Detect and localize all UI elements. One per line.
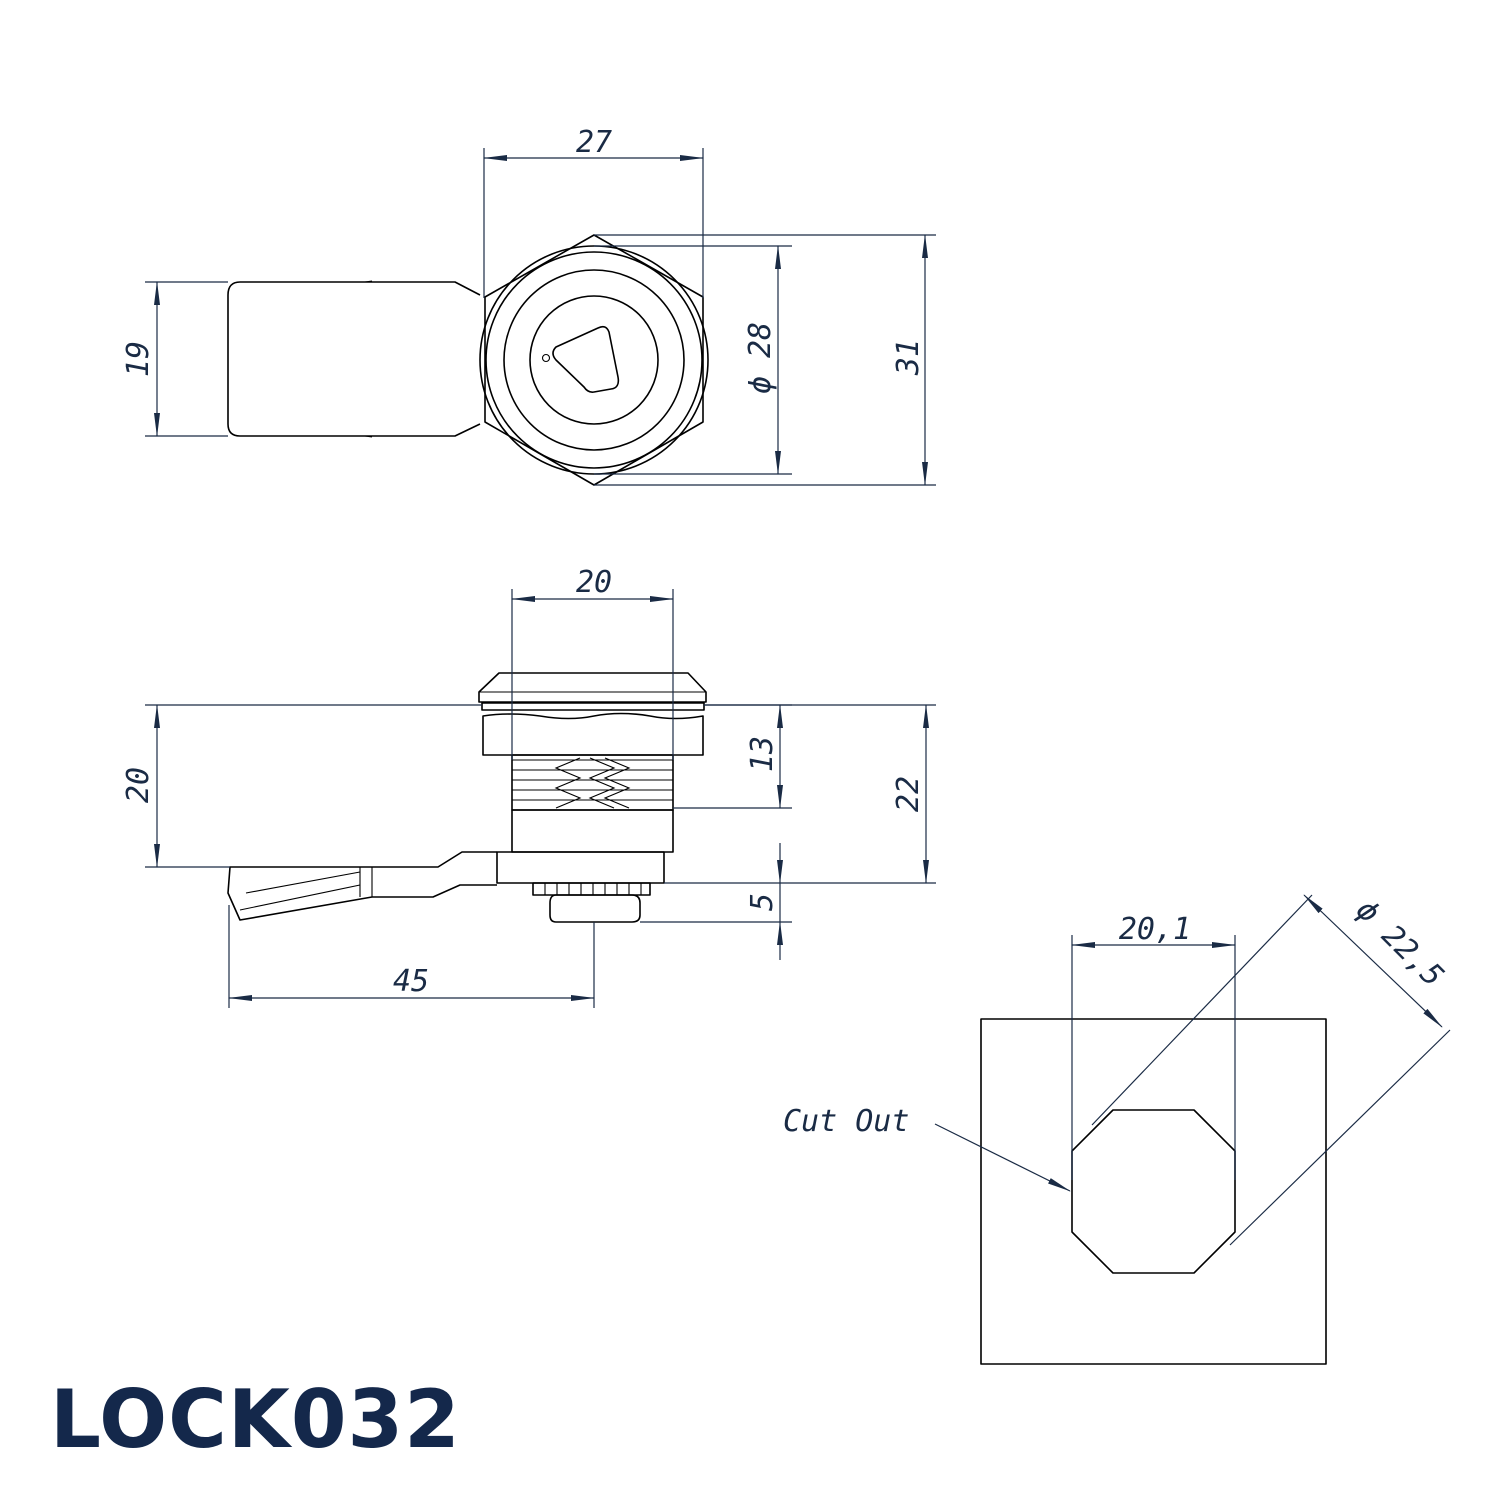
tail-spindle [549,894,641,923]
dim-cam-length-label: 45 [393,964,429,999]
dim-cam-height-label: 19 [121,341,156,377]
dim-tail-length: 5 [640,843,792,960]
dim-width: 27 [483,125,704,298]
cutout-view: 20,1 ϕ 22,5 Cut Out [783,893,1451,1365]
dim-tail-length-label: 5 [745,893,780,911]
cam-arm [227,851,497,921]
dim-overall-height: 31 [594,234,936,486]
hex-nut [484,234,704,486]
washer [481,702,705,711]
dim-overall-length: 22 [664,704,936,884]
thread-lines [512,757,673,809]
key-index-mark [541,353,551,363]
dim-overall-height-label: 31 [891,339,926,376]
side-view: 20 20 13 22 5 [121,565,936,1008]
dim-cutout-diameter-label: ϕ 22,5 [1349,893,1450,994]
dim-cam-drop: 20 [121,704,482,868]
panel-square [980,1018,1327,1365]
dim-thread-length: 13 [673,704,792,809]
dim-overall-length-label: 22 [891,776,926,812]
cutout-label: Cut Out [783,1104,909,1139]
bezel-cap [478,672,707,703]
dim-cam-height: 19 [121,281,228,437]
dim-cutout-width-label: 20,1 [1119,912,1191,947]
lower-body [511,809,674,853]
triangle-key-slot [552,325,620,393]
threaded-body [511,754,674,811]
cam-outline [227,281,481,437]
dim-bezel-diameter: ϕ 28 [594,245,792,475]
dim-thread-length-label: 13 [745,736,780,772]
dim-cutout-width: 20,1 [1071,912,1236,1180]
part-number-title: LOCK032 [50,1373,461,1466]
dim-width-label: 27 [576,125,612,160]
dim-body-width: 20 [511,565,674,760]
side-nut [482,712,704,756]
bezel-inner-ring [503,269,685,451]
knurled-collar [532,882,651,896]
dim-cam-length: 45 [228,905,595,1008]
dim-bezel-diameter-label: ϕ 28 [743,322,778,394]
plug-face [529,295,659,425]
dim-body-width-label: 20 [576,565,612,600]
cutout-shape [1071,1109,1236,1274]
dim-cam-drop-label: 20 [121,767,156,803]
front-view: 27 19 ϕ 28 31 [121,125,936,486]
cutout-leader: Cut Out [783,1104,1071,1192]
